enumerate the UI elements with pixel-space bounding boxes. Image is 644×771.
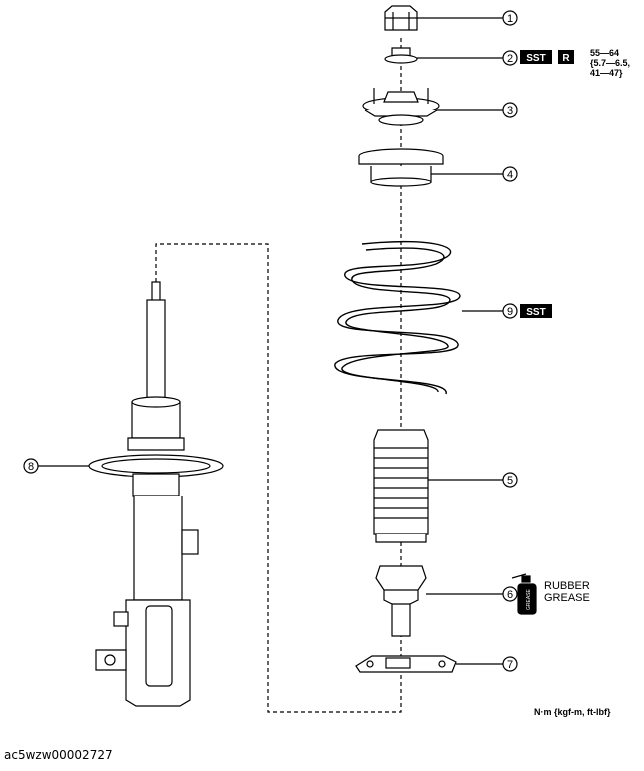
torque-line-1: 55—64 — [590, 48, 620, 58]
rubber-grease-label: RUBBER GREASE — [544, 580, 590, 604]
part-8-shock-absorber — [88, 281, 224, 707]
grease-can-label: GREASE — [526, 588, 532, 610]
part-5-dust-boot — [373, 429, 429, 543]
callout-4: 4 — [507, 169, 513, 181]
callout-circle-5 — [502, 472, 518, 488]
part-2-flange-nut — [384, 47, 418, 64]
grease-line-2: GREASE — [544, 592, 590, 604]
callout-3: 3 — [507, 105, 513, 117]
callout-circle-1 — [502, 10, 518, 26]
sst-badge-9: SST — [526, 307, 545, 318]
grease-line-1: RUBBER — [544, 580, 590, 592]
callout-2: 2 — [507, 53, 513, 65]
part-9-coil-spring — [334, 241, 461, 395]
callout-circle-6 — [502, 586, 518, 602]
rubber-grease-can-icon — [511, 573, 537, 615]
part-6-bump-stopper — [375, 565, 427, 637]
sst-badge-2: SST — [526, 53, 545, 64]
strut-exploded-view: 1 2 3 4 9 5 6 7 8 SST R SST GREASE — [23, 5, 574, 713]
callout-5: 5 — [507, 475, 513, 487]
callout-circle-4 — [502, 166, 518, 182]
callout-8: 8 — [28, 461, 34, 473]
callout-circle-8 — [23, 458, 39, 474]
callout-1: 1 — [507, 13, 513, 25]
callout-circle-7 — [502, 656, 518, 672]
assembly-axis-line — [155, 38, 402, 713]
torque-units: N·m {kgf-m, ft-lbf} — [534, 707, 611, 717]
callout-circle-2 — [502, 50, 518, 66]
callout-7: 7 — [507, 659, 513, 671]
part-3-strut-mount — [362, 88, 440, 126]
callout-6: 6 — [507, 589, 513, 601]
part-4-spring-seat — [358, 148, 444, 187]
torque-spec: 55—64 {5.7—6.5, 41—47} — [590, 48, 630, 78]
part-7-lower-spring-seat — [355, 655, 457, 673]
callout-circle-3 — [502, 102, 518, 118]
torque-line-2: {5.7—6.5, — [590, 58, 631, 68]
part-1-nut — [384, 5, 418, 31]
callout-9: 9 — [507, 306, 513, 318]
callout-circle-9 — [502, 303, 518, 319]
r-badge-2: R — [562, 53, 570, 64]
image-code: ac5wzw00002727 — [4, 748, 113, 762]
torque-line-3: 41—47} — [590, 68, 623, 78]
